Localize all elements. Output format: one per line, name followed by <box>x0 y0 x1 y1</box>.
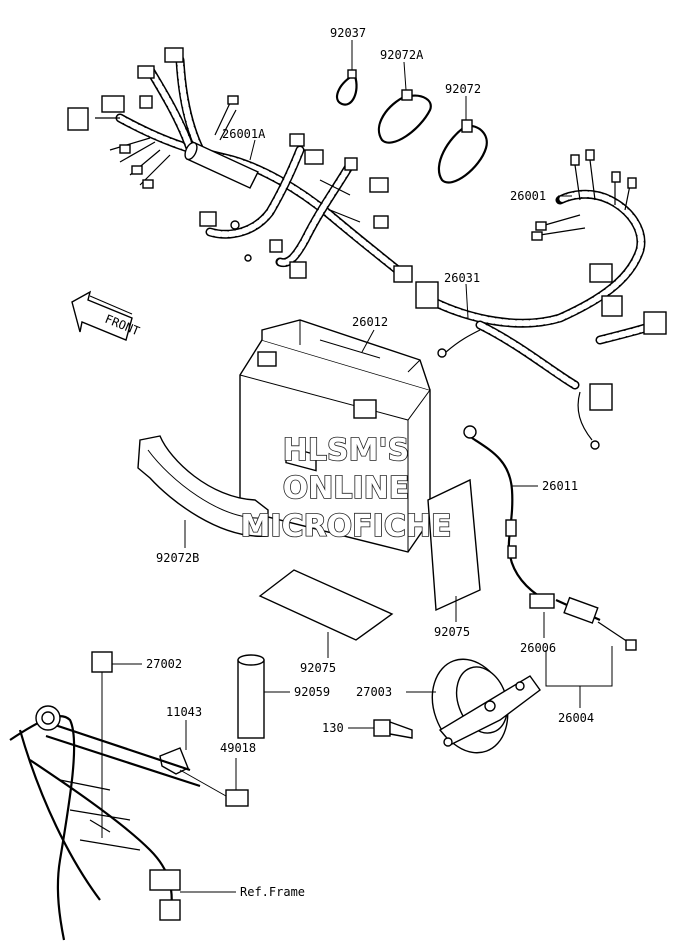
part-49018 <box>225 789 249 807</box>
label-130: 130 <box>322 721 344 735</box>
label-92075-upper: 92075 <box>434 625 470 639</box>
label-92037: 92037 <box>330 26 366 40</box>
label-ref-frame: Ref.Frame <box>240 885 305 899</box>
label-92072a: 92072A <box>380 48 424 62</box>
main-harness-26001a <box>67 47 413 283</box>
watermark: HLSM'S ONLINE MICROFICHE <box>240 432 453 545</box>
watermark-line2: ONLINE <box>283 471 410 506</box>
band-92037 <box>335 69 358 106</box>
label-27002: 27002 <box>146 657 182 671</box>
band-92072 <box>437 119 488 184</box>
label-26012: 26012 <box>352 315 388 329</box>
label-92072b: 92072B <box>156 551 199 565</box>
leader-26012 <box>361 329 375 353</box>
leader-92072a <box>403 61 407 91</box>
part-labels: 92037 92072A 92072 26001A 26001 26031 26… <box>146 26 594 899</box>
watermark-line3: MICROFICHE <box>241 509 452 544</box>
label-11043: 11043 <box>166 705 202 719</box>
label-92075-lower: 92075 <box>300 661 336 675</box>
label-26004: 26004 <box>558 711 594 725</box>
label-26001: 26001 <box>510 189 546 203</box>
watermark-line1: HLSM'S <box>283 433 409 468</box>
relay-27002 <box>91 651 113 673</box>
leader-11043-49018-link <box>179 769 227 797</box>
pad-92075-lower <box>258 569 394 641</box>
pad-92075-upper <box>427 478 481 612</box>
leader-26031 <box>465 283 469 319</box>
sub-harness-26001 <box>415 149 667 450</box>
label-26006: 26006 <box>520 641 556 655</box>
frame-reference <box>9 672 201 941</box>
label-26031: 26031 <box>444 271 480 285</box>
front-arrow: FRONT <box>71 290 142 341</box>
battery-26012 <box>239 319 431 553</box>
label-92059: 92059 <box>294 685 330 699</box>
label-27003: 27003 <box>356 685 392 699</box>
bolt-130 <box>373 719 413 739</box>
band-92072b <box>137 435 269 537</box>
leader-26004-bracket <box>545 646 613 687</box>
battery-lead-26011 <box>463 425 546 601</box>
label-26001a: 26001A <box>222 127 266 141</box>
horn-27003 <box>431 658 541 754</box>
fuse-26006 <box>529 593 637 651</box>
label-92072: 92072 <box>445 82 481 96</box>
label-26011: 26011 <box>542 479 578 493</box>
spacer-92059 <box>237 654 265 739</box>
leader-26001a <box>249 139 256 161</box>
label-49018: 49018 <box>220 741 256 755</box>
band-92072a <box>377 89 432 144</box>
